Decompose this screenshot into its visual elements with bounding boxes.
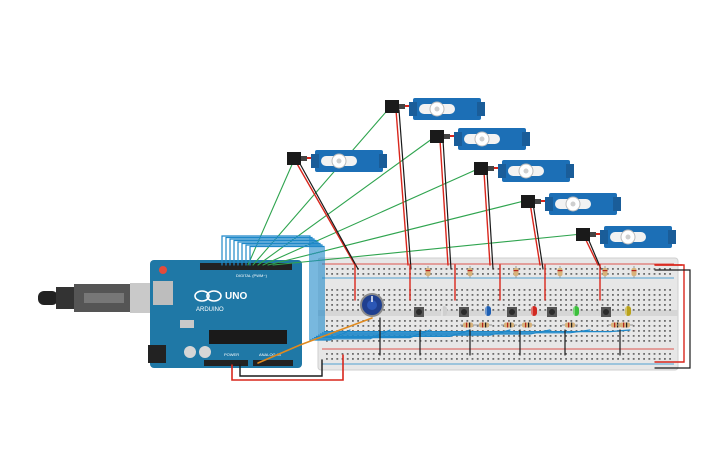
button-3[interactable]	[507, 307, 517, 317]
resistor-bottom	[501, 322, 517, 328]
led-blue	[485, 306, 491, 316]
usb-cable	[38, 283, 156, 313]
arduino-logo-icon	[194, 290, 222, 302]
arduino-gnd-wire	[239, 359, 323, 377]
button-5[interactable]	[601, 307, 611, 317]
reset-button[interactable]	[159, 266, 167, 274]
ground-wire	[486, 171, 494, 270]
power-wire	[295, 161, 356, 266]
servo-4[interactable]	[474, 160, 574, 182]
resistor-top	[557, 266, 563, 278]
arduino-uno-board: ARDUINO UNO DIGITAL (PWM~) POWER ANALOG …	[148, 260, 302, 368]
wires	[221, 104, 691, 381]
led-white	[441, 306, 447, 316]
breadboard	[317, 257, 679, 371]
signal-wire	[262, 167, 481, 266]
rail-ground-wire	[654, 269, 691, 369]
potentiometer[interactable]	[360, 293, 384, 317]
power-wire	[483, 171, 491, 266]
led-red	[531, 306, 537, 316]
ground-wire	[532, 202, 544, 270]
resistor-top	[602, 266, 608, 278]
digital-label: DIGITAL (PWM~)	[236, 273, 268, 278]
ground-wire	[398, 109, 412, 270]
signal-wire	[247, 159, 295, 266]
power-header	[204, 360, 248, 366]
board-model: UNO	[225, 291, 247, 302]
resistor-top	[467, 266, 473, 278]
analog-label: ANALOG IN	[259, 352, 281, 357]
resistor-top	[513, 266, 519, 278]
resistor-bottom	[617, 322, 633, 328]
ground-wire	[298, 161, 359, 270]
components	[414, 306, 631, 317]
atmega-chip	[209, 330, 287, 344]
servo-1[interactable]	[287, 150, 387, 172]
resistor-top	[425, 266, 431, 278]
signal-wire	[252, 104, 393, 266]
servo-3[interactable]	[430, 128, 530, 150]
analog-header	[253, 360, 293, 366]
data-wire	[245, 244, 591, 334]
rail-power-wire	[654, 264, 685, 363]
arduino-5v-wire	[231, 354, 344, 381]
servo-2[interactable]	[385, 98, 485, 120]
digital-header	[200, 263, 292, 270]
resistors	[425, 266, 637, 328]
servos	[287, 98, 676, 248]
resistor-bottom	[562, 322, 578, 328]
led-yellow	[625, 306, 631, 316]
resistor-bottom	[476, 322, 492, 328]
ground-wire	[586, 235, 602, 270]
led-green	[573, 306, 579, 316]
power-wire	[529, 202, 541, 266]
breadboard-holes	[326, 268, 671, 360]
arduino-logo-text: ARDUINO	[196, 307, 224, 313]
data-wire	[249, 245, 631, 333]
pot-signal-wire	[257, 317, 373, 364]
button-1[interactable]	[414, 307, 424, 317]
power-wire	[395, 109, 409, 266]
ground-wire	[442, 139, 452, 270]
power-label: POWER	[224, 352, 239, 357]
resistor-top	[631, 266, 637, 278]
power-wire	[439, 139, 449, 266]
resistor-bottom	[460, 322, 476, 328]
servo-5[interactable]	[521, 193, 621, 215]
button-4[interactable]	[547, 307, 557, 317]
servo-6[interactable]	[576, 226, 676, 248]
resistor-bottom	[519, 322, 535, 328]
button-2[interactable]	[459, 307, 469, 317]
signal-wire	[267, 199, 529, 266]
